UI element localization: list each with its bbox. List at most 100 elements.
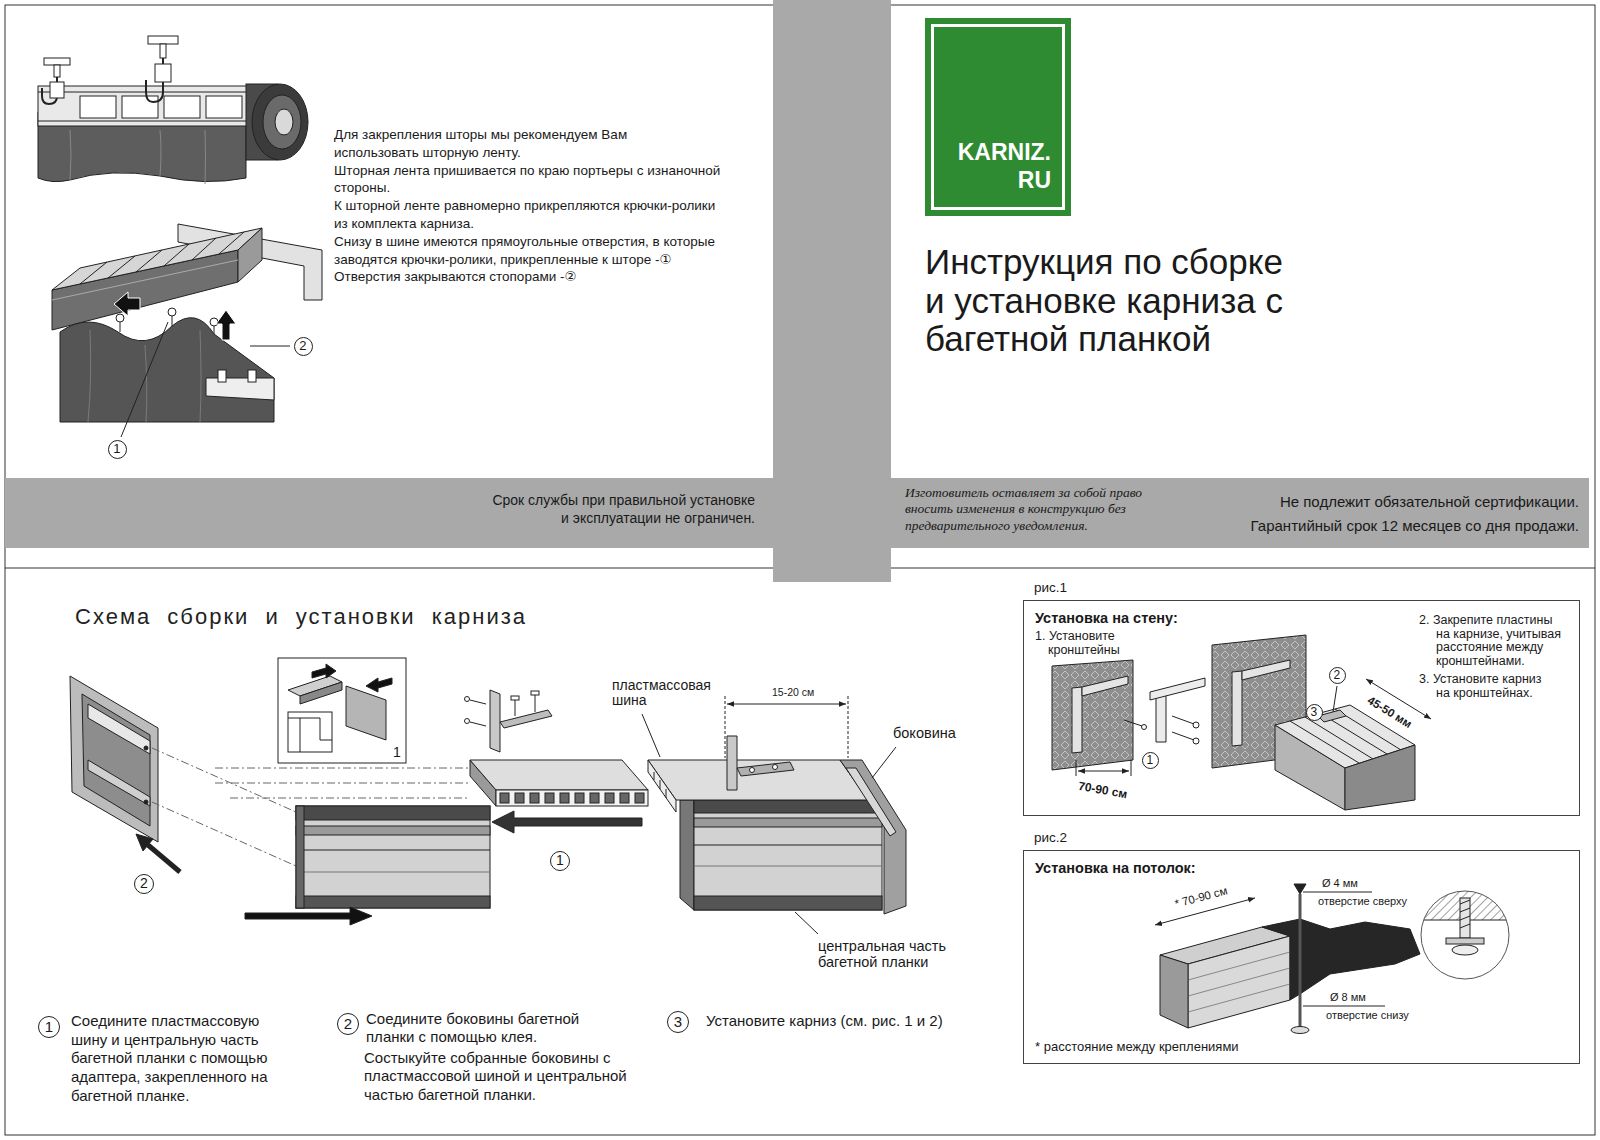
wall-mount-illustration	[1242, 660, 1290, 680]
wall-mount-illustration	[1232, 671, 1242, 746]
assembly-illustration	[88, 704, 150, 754]
rail-curtain-figure	[216, 310, 236, 340]
guide-line	[215, 768, 468, 769]
central-part	[296, 806, 304, 908]
rail-curtain-figure	[238, 228, 262, 282]
rail-slot	[164, 244, 189, 266]
inset-detail	[366, 678, 392, 692]
figure-heading: Установка на потолок:	[1035, 860, 1196, 877]
guide-line	[215, 783, 468, 784]
central-part	[296, 806, 490, 820]
assembled-cornice	[648, 736, 906, 914]
callout-number: 2	[294, 337, 313, 356]
hook-roller	[248, 370, 256, 382]
adapter-bracket	[465, 697, 470, 702]
ceiling-mount-illustration	[1299, 894, 1302, 1026]
direction-arrow	[245, 907, 372, 925]
central-part	[296, 806, 490, 908]
inset-detail	[288, 718, 332, 752]
wall-mount-illustration	[1172, 732, 1194, 740]
adapter-bracket	[500, 710, 552, 728]
assembly-illustration	[70, 658, 906, 934]
part-label: центральная часть багетной планки	[818, 938, 950, 970]
wall-mount-illustration	[1156, 694, 1166, 742]
adapter-bracket	[531, 691, 539, 695]
callout-number: 1	[550, 851, 570, 871]
page-frame	[5, 0, 1595, 1135]
note-text: отверстие сверху	[1318, 895, 1407, 908]
curtain-hook	[50, 82, 64, 98]
figure-label: рис.2	[1034, 830, 1067, 846]
leader-line	[642, 714, 896, 934]
instruction-text: Шторная лента пришивается по краю портье…	[334, 162, 724, 198]
curtain-tape-figure	[38, 36, 308, 184]
dimension-line	[725, 696, 726, 758]
wall-mount-illustration	[1082, 676, 1128, 696]
ceiling-mount-illustration	[1188, 952, 1290, 980]
detail-view	[1460, 900, 1470, 928]
central-part	[296, 872, 490, 873]
step-text: 1. Установите кронштейны	[1035, 630, 1123, 657]
curtain-tape-figure	[206, 96, 242, 118]
hook-roller	[116, 308, 256, 382]
leader-line	[642, 714, 660, 757]
detail-view	[1452, 945, 1478, 955]
instruction-text: К шторной ленте равномерно прикрепляются…	[334, 197, 719, 233]
rail-slot	[1305, 717, 1373, 759]
wall-mount-illustration	[1172, 716, 1194, 724]
assembled-cornice	[654, 772, 655, 780]
note-text: Срок службы при правильной установке и э…	[489, 492, 755, 527]
guide-line	[152, 802, 296, 866]
inset-detail	[288, 712, 332, 752]
dimension-label: Ø 8 мм	[1330, 991, 1366, 1004]
assembled-cornice	[660, 780, 661, 789]
dimension-line	[725, 696, 848, 758]
direction-arrow	[492, 811, 642, 833]
dimension-label: 15-20 см	[772, 686, 814, 699]
wall-mount-illustration	[1052, 635, 1431, 810]
wall-mount-illustration	[1150, 678, 1205, 700]
leader-line	[121, 322, 168, 437]
step-text: 3. Установите карниз на кронштейнах.	[1419, 673, 1545, 700]
callout-number: 1	[1142, 752, 1159, 769]
central-part	[296, 850, 490, 851]
callout-number: 2	[1329, 667, 1346, 684]
wall-mount-illustration	[1345, 745, 1415, 810]
callout-number: 1	[109, 441, 126, 458]
assembly-illustration	[144, 746, 148, 750]
assembly-illustration	[88, 760, 150, 806]
curtain-tape-figure	[38, 92, 250, 93]
guide-line	[152, 748, 296, 812]
assembly-illustration	[144, 800, 148, 804]
section-heading: Схема сборки и установки карниза	[75, 604, 527, 630]
figure-label: рис.1	[1034, 580, 1067, 596]
assembled-cornice	[666, 789, 667, 798]
callout-number: 2	[134, 874, 154, 894]
assembled-cornice	[648, 760, 676, 812]
assembled-cornice	[846, 768, 896, 836]
central-part	[296, 806, 490, 908]
assembled-cornice	[727, 736, 737, 790]
rail-curtain-figure	[60, 318, 274, 422]
step-text: Состыкуйте собранные боковины с пластмас…	[364, 1049, 630, 1104]
adapter-bracket	[535, 695, 536, 712]
direction-arrow	[136, 834, 153, 851]
rail-curtain-figure	[88, 330, 201, 422]
assembly-illustration	[70, 676, 158, 842]
curtain-hook	[42, 36, 178, 104]
ceiling-mount-illustration	[1160, 955, 1188, 1028]
part-label: пластмассовая шина	[612, 678, 714, 708]
figure-heading: Установка на стену:	[1035, 610, 1178, 627]
callout-number: 1	[39, 1017, 59, 1037]
plastic-rail	[575, 793, 584, 803]
curtain-hook	[54, 65, 60, 77]
curtain-tape-figure	[38, 121, 250, 122]
plastic-rail	[590, 793, 599, 803]
dimension-label: Ø 4 мм	[1322, 877, 1358, 890]
page-title: Инструкция по сборке и установке карниза…	[925, 243, 1286, 359]
figure-panel: рис.2Установка на потолок:* расстояние м…	[1023, 850, 1580, 1064]
assembly-illustration	[82, 694, 150, 826]
instruction-text: Отверстия закрываются стопорами -②	[334, 268, 577, 286]
curtain-tape-figure	[252, 84, 308, 160]
leader-line	[795, 912, 818, 934]
